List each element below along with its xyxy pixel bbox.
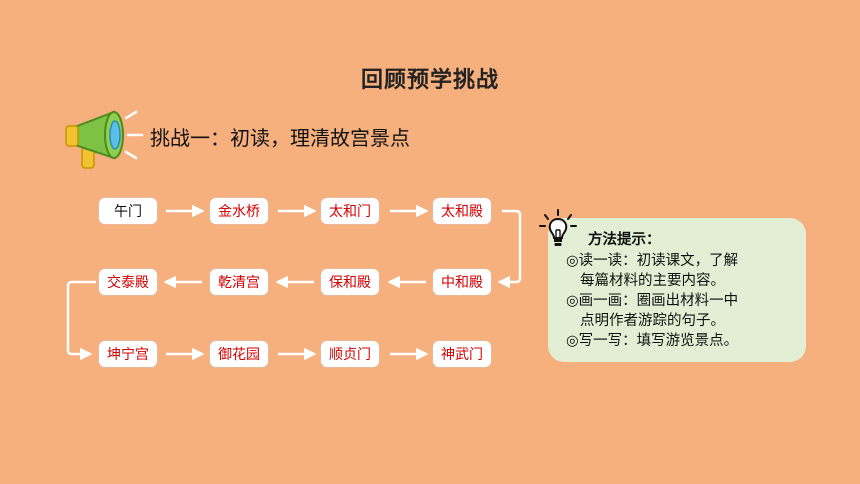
route-node-shenwumen: 神武门 <box>432 340 492 368</box>
challenge-heading: 挑战一：初读，理清故宫景点 <box>150 126 410 150</box>
route-node-jiaotaidian: 交泰殿 <box>98 268 158 296</box>
arrow-connector-right <box>497 209 522 289</box>
method-tips-panel: 方法提示： ◎读一读：初读课文，了解 每篇材料的主要内容。 ◎画一画：圈画出材料… <box>548 218 806 362</box>
route-node-taihedian: 太和殿 <box>432 197 492 225</box>
megaphone-icon <box>64 108 148 176</box>
tip-line-mark-cont: 点明作者游踪的句子。 <box>580 313 725 329</box>
route-node-wumen: 午门 <box>98 197 158 225</box>
route-node-baohedian: 保和殿 <box>320 268 380 296</box>
slide-title: 回顾预学挑战 <box>360 68 499 93</box>
tip-line-mark: ◎画一画：圈画出材料一中 <box>566 293 739 309</box>
tip-line-read: ◎读一读：初读课文，了解 <box>566 253 739 269</box>
tips-title: 方法提示： <box>588 231 661 248</box>
arrow-connector-left <box>66 280 96 361</box>
route-node-jinshuiqiao: 金水桥 <box>209 197 269 225</box>
route-node-shunzhenmen: 顺贞门 <box>320 340 380 368</box>
lightbulb-icon <box>538 208 578 254</box>
route-node-yuhuayuan: 御花园 <box>209 340 269 368</box>
tip-line-write: ◎写一写：填写游览景点。 <box>566 333 739 349</box>
route-node-zhonghedian: 中和殿 <box>432 268 492 296</box>
route-node-qianqinggong: 乾清宫 <box>209 268 269 296</box>
route-node-taihemen: 太和门 <box>320 197 380 225</box>
tip-line-read-cont: 每篇材料的主要内容。 <box>580 273 725 289</box>
route-node-kunninggong: 坤宁宫 <box>98 340 158 368</box>
